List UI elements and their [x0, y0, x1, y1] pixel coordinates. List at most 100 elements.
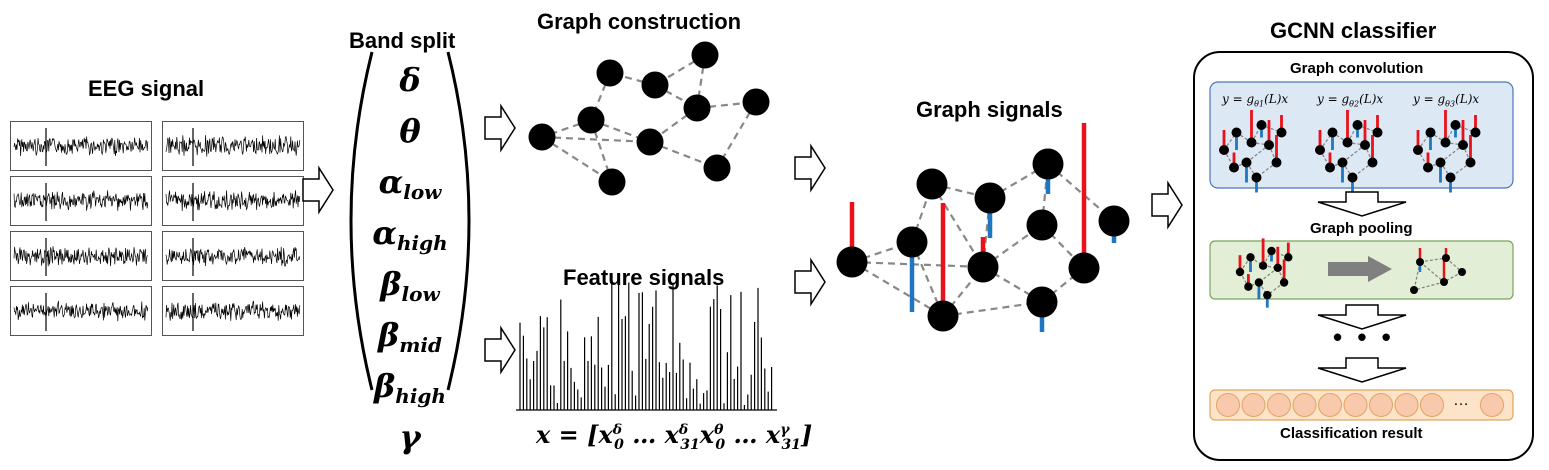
conv-graph-3-node [1470, 127, 1481, 138]
eeg-channel-panel [162, 176, 304, 226]
conv-graph-3-node [1413, 145, 1423, 155]
band-list: δ θ αlow αhigh βlow βmid βhigh γ [365, 60, 455, 468]
right-paren [446, 51, 471, 391]
arrow-graph-to-signals [794, 143, 826, 193]
signal-node [1098, 205, 1130, 237]
signal-node [1032, 148, 1064, 180]
conv-graph-1-node [1231, 127, 1242, 138]
graph-edge [541, 136, 613, 183]
signal-node [916, 168, 948, 200]
graph-node [641, 71, 669, 99]
result-neuron [1318, 393, 1342, 417]
classification-result-title: Classification result [1280, 425, 1423, 442]
eeg-channel-panel [162, 286, 304, 336]
signal-node [1026, 209, 1058, 241]
conv-graph-3-node [1450, 120, 1461, 130]
pool-input-graph-node [1235, 267, 1245, 277]
pool-output-node [1410, 286, 1418, 294]
result-neuron [1369, 393, 1393, 417]
signal-node [1068, 252, 1100, 284]
conv-graph-2-node [1367, 157, 1378, 168]
signal-node [974, 182, 1006, 214]
pool-input-graph-node [1254, 278, 1264, 287]
eeg-channel-panel [162, 121, 304, 171]
eeg-channel-panel [10, 176, 152, 226]
conv-graph-2-node [1347, 172, 1358, 183]
conv-graph-1-node [1246, 137, 1257, 148]
conv-graph-3-node [1423, 162, 1433, 173]
conv-graph-2-node [1315, 145, 1325, 155]
signal-node [927, 300, 959, 332]
graph-node [528, 123, 556, 151]
graph-node [742, 88, 770, 116]
conv-graph-1-node [1219, 145, 1229, 155]
pool-output-node [1442, 254, 1450, 262]
feature-vector-formula: x = [xδ0 … xδ31xθ0 … xγ31] [536, 420, 813, 453]
conv-graph-1-node [1264, 140, 1274, 150]
signal-edge [851, 260, 984, 269]
eeg-channel-panel [10, 121, 152, 171]
graph-signals-title: Graph signals [916, 97, 1063, 122]
conv-graph-1-node [1256, 120, 1267, 130]
conv-formula-3: y = gθ3(L)x [1413, 92, 1480, 109]
conv-graph-2-node [1342, 137, 1353, 148]
pool-output-edge [1419, 261, 1445, 283]
pooling-arrow-body [1328, 262, 1370, 276]
graph-edge [541, 118, 592, 139]
eeg-trace [13, 246, 148, 267]
arrow-signals-to-gcnn [1151, 180, 1183, 230]
layer-ellipsis: • • • [1333, 322, 1395, 352]
result-neuron [1394, 393, 1419, 417]
left-paren [349, 51, 374, 391]
pool-input-graph-node [1258, 261, 1268, 270]
eeg-trace [165, 190, 301, 212]
gcnn-classifier-title: GCNN classifier [1270, 18, 1437, 43]
result-trailing-ellipsis: … [1453, 392, 1469, 409]
graph-node [703, 154, 731, 182]
conv-graph-2-node [1325, 162, 1335, 173]
result-neuron [1480, 393, 1504, 417]
eeg-channel-panel [10, 286, 152, 336]
band-beta-low: βlow [380, 265, 440, 306]
conv-formula-1: y = gθ1(L)x [1222, 92, 1289, 109]
arrow-pooling-to-layers [1317, 304, 1407, 330]
band-beta-high: βhigh [374, 367, 446, 408]
result-neuron [1343, 393, 1368, 417]
conv-graph-1-node [1251, 172, 1262, 183]
band-split-title: Band split [349, 28, 456, 53]
graph-node [577, 106, 605, 134]
pool-input-graph-node [1267, 246, 1276, 256]
signal-node [967, 251, 999, 283]
graph-node [598, 168, 626, 196]
eeg-channel-panel [10, 231, 152, 281]
conv-graph-3-node [1440, 137, 1451, 148]
signal-node [1026, 286, 1058, 318]
eeg-trace [165, 300, 301, 321]
eeg-trace [13, 300, 149, 322]
graph-convolution-title: Graph convolution [1290, 60, 1424, 77]
signal-edge [851, 261, 944, 317]
conv-graph-3-node [1435, 157, 1446, 168]
pool-input-graph-node [1273, 263, 1283, 272]
eeg-trace [13, 136, 149, 157]
band-beta-mid: βmid [378, 316, 442, 357]
conv-formula-2: y = gθ2(L)x [1317, 92, 1384, 109]
pool-input-graph-node [1263, 290, 1272, 300]
band-gamma: γ [399, 418, 421, 456]
graph-edge [541, 135, 651, 144]
conv-graph-2-node [1337, 157, 1348, 168]
feature-signals-title: Feature signals [563, 265, 725, 290]
pool-input-graph-node [1246, 253, 1255, 262]
result-neuron [1241, 393, 1266, 417]
pooling-arrow-head [1368, 256, 1392, 282]
conv-graph-1-node [1271, 157, 1282, 168]
pool-output-node [1440, 278, 1448, 286]
arrow-eeg-to-bands [302, 165, 334, 215]
conv-graph-2-node [1372, 127, 1383, 138]
band-alpha-low: αlow [378, 163, 442, 204]
arrow-bands-to-graph [484, 103, 516, 153]
eeg-signal-title: EEG signal [88, 76, 205, 101]
pool-output-node [1458, 268, 1466, 276]
conv-graph-3-node [1458, 140, 1468, 150]
